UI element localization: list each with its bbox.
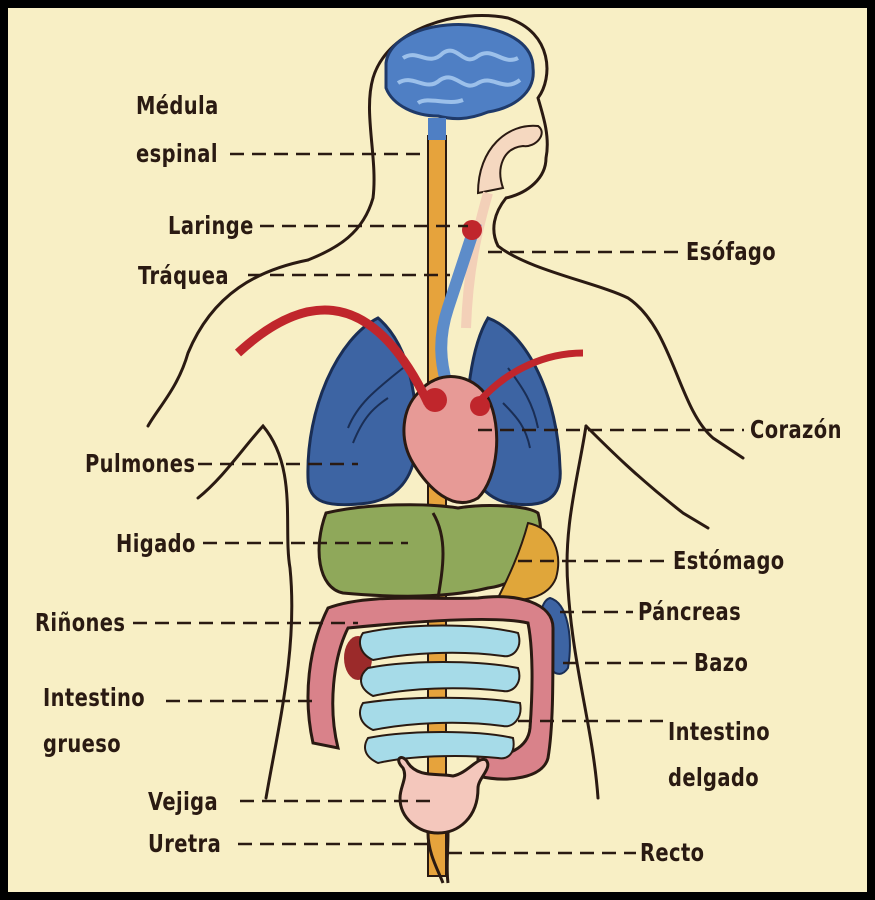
small-intestine-shape [359,624,522,765]
large-intestine-shape [306,595,555,781]
label-medula-line2: espinal [136,139,218,168]
label-pulmones: Pulmones [85,449,196,478]
label-medula-line1: Médula [136,91,219,120]
esophagus-shape [461,191,493,329]
label-intestino-grueso-line1: Intestino [43,683,146,712]
artery-right [475,349,584,406]
label-intestino-delgado-line1: Intestino [668,717,771,746]
label-intestino-delgado-line2: delgado [668,763,760,792]
label-rinones: Riñones [35,608,126,637]
oral-cavity [476,124,543,195]
trachea-shape [435,221,482,390]
right-arm-inner [565,424,600,800]
leader-lines [133,152,744,855]
urethra-shape [426,832,450,884]
artery-left [234,305,433,405]
brain-stem [428,118,446,140]
left-arm-inner [196,423,294,800]
torso-left-outline [146,258,310,428]
label-bazo: Bazo [694,648,749,677]
diagram-canvas: Médula espinal Laringe Tráquea Pulmones … [8,8,867,892]
brain-icon [384,23,535,121]
body-outline [146,14,745,800]
torso-right-outline [306,14,745,460]
bronchi [347,367,539,449]
label-corazon: Corazón [750,415,842,444]
human-body-illustration [133,14,745,884]
label-recto: Recto [640,838,705,867]
label-laringe: Laringe [168,211,254,240]
label-estomago: Estómago [673,546,785,575]
label-traquea: Tráquea [138,261,229,290]
label-uretra: Uretra [148,829,222,858]
label-vejiga: Vejiga [148,787,219,816]
aorta-right [470,396,490,416]
label-pancreas: Páncreas [638,597,742,626]
label-higado: Higado [116,529,196,558]
right-shoulder-line [584,424,710,530]
bladder-shape [397,756,490,835]
left-lung-shape [306,316,418,507]
aorta-left [423,388,447,412]
larynx-shape [462,220,482,240]
label-intestino-grueso-line2: grueso [43,729,122,758]
label-esofago: Esófago [686,237,777,266]
